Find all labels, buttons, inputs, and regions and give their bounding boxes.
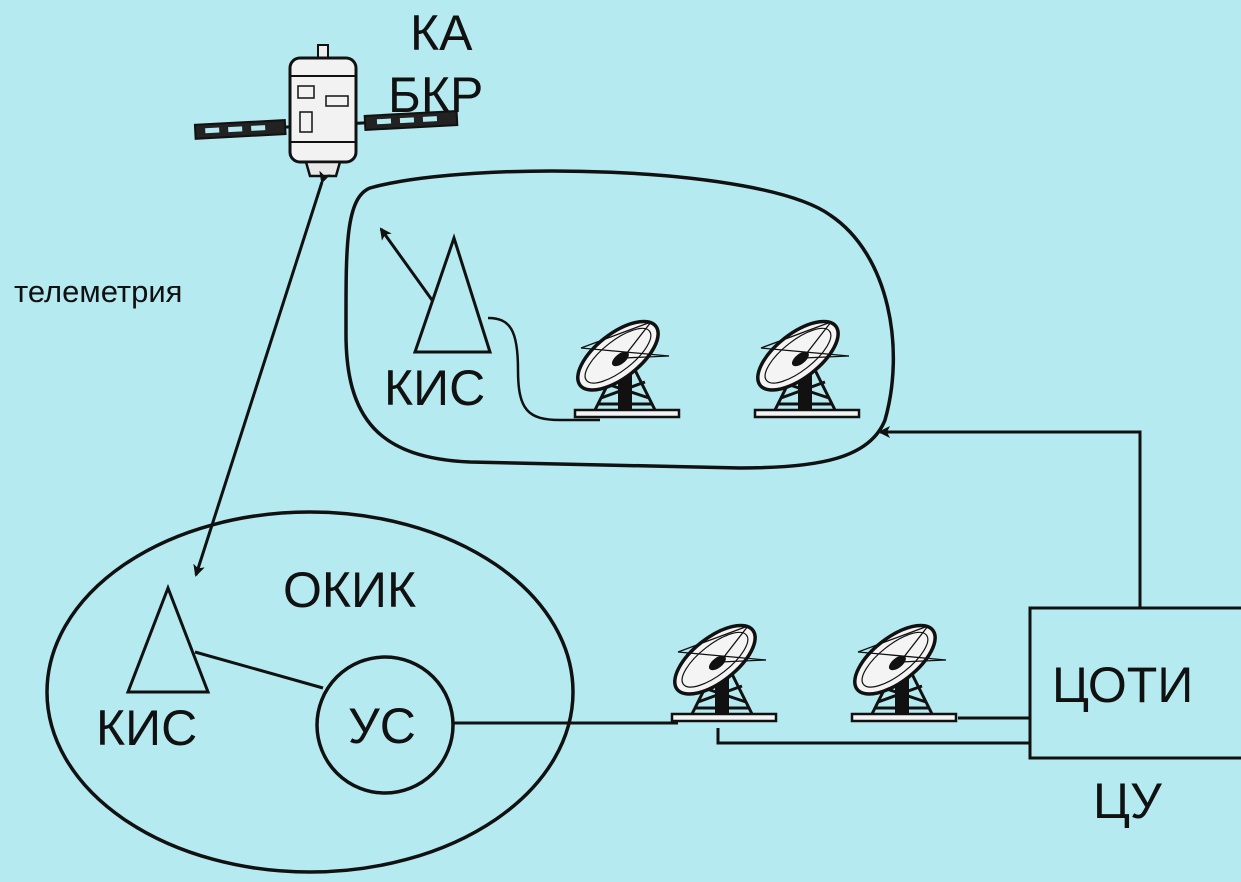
upper-kis-label: КИС	[384, 360, 485, 416]
upper-dish-1-icon	[567, 309, 679, 417]
telemetry-label: телеметрия	[14, 274, 182, 309]
upper-kis-beam-arrow	[381, 229, 432, 300]
spacecraft-label-2: БКР	[388, 67, 483, 123]
lower-kis-antenna-icon	[128, 588, 208, 692]
spacecraft-label-1: КА	[410, 5, 473, 61]
coti-label: ЦОТИ	[1052, 657, 1193, 713]
lower-dish-1-icon	[664, 613, 776, 721]
upper-station-group	[346, 171, 893, 468]
us-label: УС	[348, 698, 416, 754]
upper-kis-antenna-icon	[415, 238, 490, 352]
upper-dish-2-icon	[747, 309, 859, 417]
lower-kis-label: КИС	[96, 700, 197, 756]
dish-to-coti-return-link	[718, 728, 1030, 743]
okik-label: ОКИК	[283, 562, 416, 618]
cu-label: ЦУ	[1093, 773, 1162, 829]
coti-to-upper-link	[880, 432, 1140, 608]
lower-dish-2-icon	[844, 613, 956, 721]
kis-us-link	[195, 652, 323, 688]
